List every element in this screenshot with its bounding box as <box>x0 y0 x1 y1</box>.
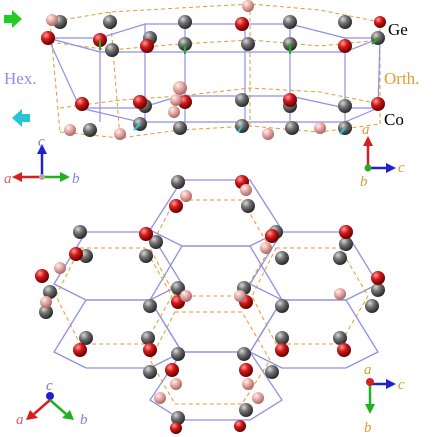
top-structure-view: Ge Co Hex. Orth. <box>4 0 419 140</box>
displacement-arrow-green <box>4 10 22 28</box>
axes-triad-top-left: c a b <box>4 134 80 187</box>
axis-label-a-top-right: a <box>362 122 370 138</box>
hex-cell-lines-bottom <box>53 179 379 421</box>
axis-label-b-bottom-right: b <box>364 420 372 436</box>
label-hex-cell: Hex. <box>4 69 37 88</box>
pink-atoms-top <box>46 0 326 140</box>
label-co: Co <box>384 110 404 129</box>
axis-label-a-top: a <box>4 171 12 187</box>
axis-label-a-bottom-right: a <box>364 362 372 378</box>
axis-label-c-bottom-right: c <box>398 377 405 393</box>
orth-cell-lines-bottom <box>55 199 369 405</box>
axes-triad-bottom-left: c a b <box>16 378 88 428</box>
axis-label-c-bottom: c <box>46 378 53 394</box>
axis-label-b-bottom: b <box>80 412 88 428</box>
axis-label-a-bottom: a <box>16 412 24 428</box>
axes-triad-bottom-right: a c b <box>364 362 405 436</box>
displacement-arrow-cyan <box>12 109 30 127</box>
displacement-markers-top <box>99 37 379 135</box>
axis-label-c-top-right: c <box>398 160 405 176</box>
ge-atoms-top <box>53 15 385 137</box>
co-atoms-bottom <box>35 175 385 434</box>
pink-atoms-bottom <box>40 184 346 404</box>
co-atoms-top <box>41 16 386 111</box>
axis-label-b-top: b <box>72 171 80 187</box>
axis-label-c-top: c <box>38 134 45 150</box>
label-ge: Ge <box>388 20 408 39</box>
axis-label-b-top-right: b <box>360 174 368 190</box>
axes-triad-top-right: a c b <box>360 122 405 190</box>
label-orth-cell: Orth. <box>384 69 419 88</box>
bottom-structure-view <box>35 175 385 434</box>
